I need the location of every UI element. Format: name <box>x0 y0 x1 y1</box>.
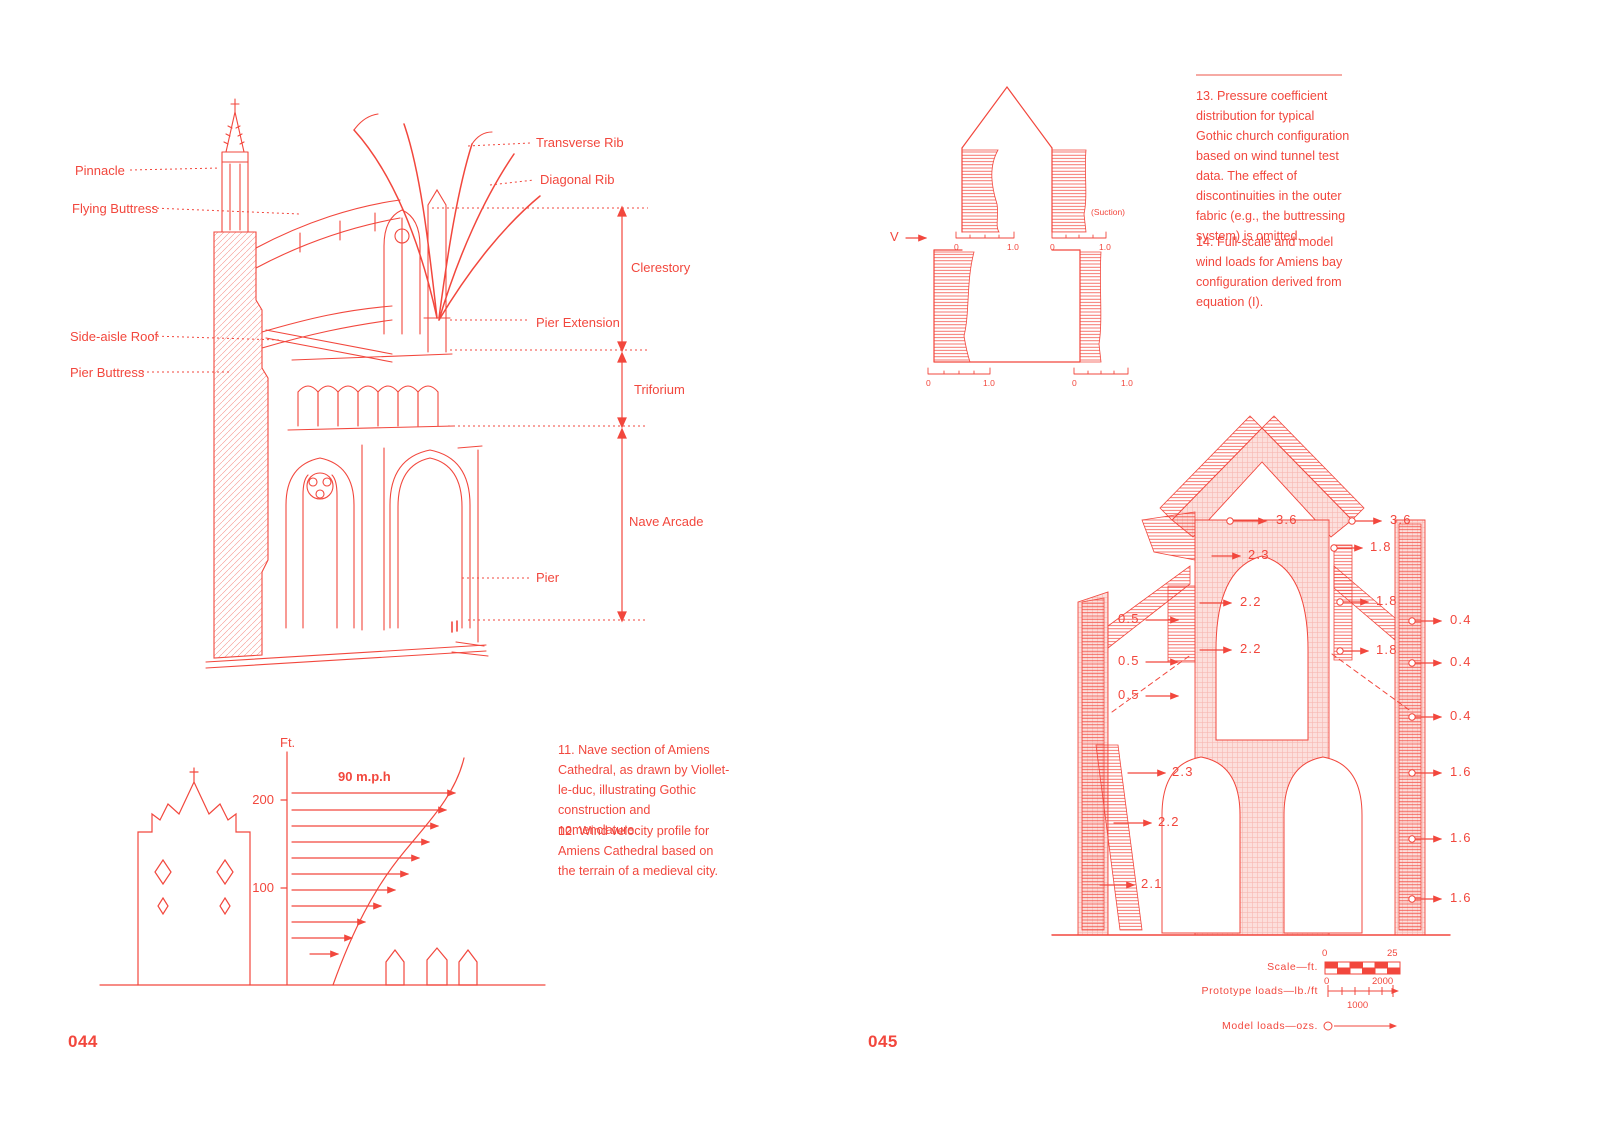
prototype-min: 0 <box>1324 976 1330 987</box>
cathedral-engraving <box>205 98 541 669</box>
caption-figure-12: 12. Wind velocity profile for Amiens Cat… <box>558 824 719 878</box>
y-tick-100: 100 <box>252 880 274 895</box>
wind-chart-y-axis-label: Ft. <box>280 735 296 750</box>
load-value: 3.6 <box>1390 512 1412 527</box>
load-value: 2.3 <box>1248 547 1270 562</box>
prototype-max: 2000 <box>1372 976 1394 987</box>
wind-speed-label: 90 m.p.h <box>338 769 391 784</box>
scale-0-ul: 0 <box>954 242 959 252</box>
label-pier: Pier <box>536 570 560 585</box>
load-value: 0.5 <box>1118 653 1140 668</box>
page-number-right: 045 <box>868 1032 898 1051</box>
scale-1-ll: 1.0 <box>983 378 995 388</box>
caption-figure-11: 11. Nave section of Amiens Cathedral, as… <box>558 743 730 837</box>
load-value: 1.6 <box>1450 890 1472 905</box>
load-value: 2.3 <box>1172 764 1194 779</box>
label-transverse-rib: Transverse Rib <box>536 135 624 150</box>
scale-1-ur: 1.0 <box>1099 242 1111 252</box>
load-value: 2.1 <box>1141 876 1163 891</box>
label-clerestory: Clerestory <box>631 260 691 275</box>
label-pier-buttress: Pier Buttress <box>70 365 145 380</box>
scale-0-ll: 0 <box>926 378 931 388</box>
leader-lines <box>129 142 648 621</box>
scale-legend-label: Scale—ft. <box>1267 961 1318 973</box>
scale-1-lr: 1.0 <box>1121 378 1133 388</box>
label-triforium: Triforium <box>634 382 685 397</box>
load-value: 2.2 <box>1240 641 1262 656</box>
load-value: 1.8 <box>1370 539 1392 554</box>
prototype-mid: 1000 <box>1347 1000 1369 1011</box>
wind-profile-chart <box>99 751 546 986</box>
load-value: 0.5 <box>1118 611 1140 626</box>
load-value: 0.4 <box>1450 612 1472 627</box>
pressure-coefficient-diagram <box>905 85 1129 375</box>
y-tick-200: 200 <box>252 792 274 807</box>
prototype-legend-label: Prototype loads—lb./ft <box>1201 985 1318 997</box>
label-flying-buttress: Flying Buttress <box>72 201 158 216</box>
load-value: 1.6 <box>1450 830 1472 845</box>
caption-rule <box>1196 74 1342 76</box>
scale-1-ul: 1.0 <box>1007 242 1019 252</box>
velocity-label: V <box>890 229 899 244</box>
label-nave-arcade: Nave Arcade <box>629 514 704 529</box>
label-pinnacle: Pinnacle <box>75 163 125 178</box>
load-value: 0.4 <box>1450 708 1472 723</box>
scale-0-lr: 0 <box>1072 378 1077 388</box>
load-value: 1.6 <box>1450 764 1472 779</box>
scale-0-ur: 0 <box>1050 242 1055 252</box>
label-side-aisle-roof: Side-aisle Roof <box>70 329 159 344</box>
load-value: 1.8 <box>1376 642 1398 657</box>
model-legend-label: Model loads—ozs. <box>1222 1020 1318 1032</box>
suction-label: (Suction) <box>1091 207 1126 217</box>
caption-figure-14: 14. Full-scale and model wind loads for … <box>1196 235 1343 309</box>
load-value: 3.6 <box>1276 512 1298 527</box>
scale-max: 25 <box>1387 948 1398 959</box>
legend-graphics <box>1323 961 1401 1031</box>
dimension-lines <box>617 205 627 623</box>
load-value: 0.5 <box>1118 687 1140 702</box>
load-value: 0.4 <box>1450 654 1472 669</box>
page-number-left: 044 <box>68 1032 98 1051</box>
load-value: 1.8 <box>1376 593 1398 608</box>
wind-load-diagram <box>1051 415 1451 936</box>
load-value: 2.2 <box>1240 594 1262 609</box>
caption-figure-13: 13. Pressure coefficient distribution fo… <box>1196 89 1350 243</box>
label-pier-extension: Pier Extension <box>536 315 620 330</box>
label-diagonal-rib: Diagonal Rib <box>540 172 615 187</box>
scale-min: 0 <box>1322 948 1328 959</box>
load-value: 2.2 <box>1158 814 1180 829</box>
